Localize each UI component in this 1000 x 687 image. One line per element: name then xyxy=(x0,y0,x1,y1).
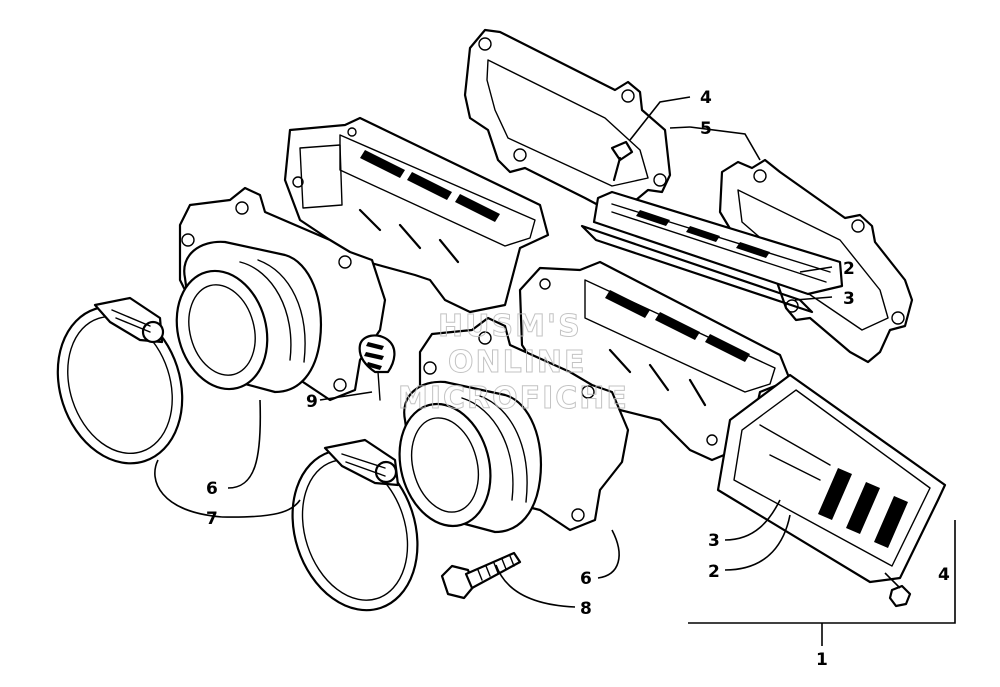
callout-4-lower: 4 xyxy=(938,565,950,585)
watermark: HUSM'S ONLINE MICROFICHE xyxy=(398,309,629,417)
callout-6-left: 6 xyxy=(206,479,218,499)
hose-clamp-right xyxy=(291,438,419,612)
callout-labels: 4 5 2 3 9 6 7 3 2 4 6 8 1 xyxy=(206,88,950,670)
callout-8: 8 xyxy=(580,599,592,619)
screw-upper-part-4 xyxy=(610,140,634,182)
callout-3-upper: 3 xyxy=(843,289,855,309)
callout-6-right: 6 xyxy=(580,569,592,589)
callout-2-upper: 2 xyxy=(843,259,855,279)
watermark-line-2: ONLINE xyxy=(448,345,587,380)
callout-3-lower: 3 xyxy=(708,531,720,551)
watermark-line-3: MICROFICHE xyxy=(398,381,629,416)
reed-petal-lower xyxy=(716,373,947,584)
callout-2-lower: 2 xyxy=(708,562,720,582)
rubber-boot-right xyxy=(398,380,542,534)
callout-1: 1 xyxy=(816,650,828,670)
rubber-boot-left xyxy=(175,240,322,394)
callout-4-upper: 4 xyxy=(700,88,712,108)
part-9-spring xyxy=(358,334,396,401)
reed-cage-left xyxy=(283,116,550,314)
hose-clamp-left xyxy=(56,296,184,465)
watermark-line-1: HUSM'S xyxy=(438,309,582,344)
leader-lines xyxy=(154,96,956,646)
bolt-part-8 xyxy=(440,551,522,600)
reed-petal-upper xyxy=(580,190,844,314)
callout-7: 7 xyxy=(206,509,218,529)
gasket-upper xyxy=(463,28,672,208)
nut-lower-part-4 xyxy=(888,584,912,608)
callout-5: 5 xyxy=(700,119,712,139)
callout-9: 9 xyxy=(306,392,318,412)
